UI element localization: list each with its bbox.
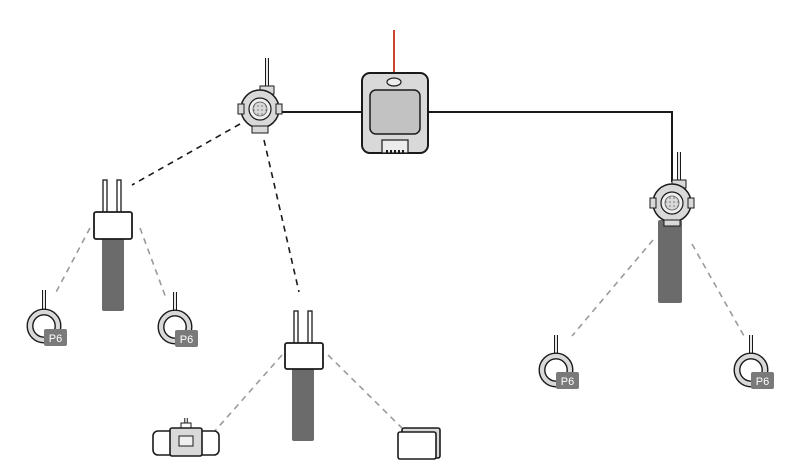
sensor-tag [751, 372, 774, 389]
sensor-tag-label: P6 [756, 376, 769, 388]
node-head [93, 211, 133, 240]
wireless-repeater-left [237, 58, 283, 134]
sensor-link-c-left [571, 239, 654, 337]
sensor-tag-label: P6 [561, 376, 574, 388]
sensor-tag [175, 330, 198, 347]
repeater-probe [658, 220, 682, 303]
wired-link-gateway-to-repeater-right [428, 111, 673, 182]
gateway-display [369, 89, 421, 135]
sensor-tag-label: P6 [180, 334, 193, 346]
node-probe [292, 367, 314, 441]
wireless-repeater-right [649, 152, 695, 303]
sensor-link-b-right [327, 354, 403, 429]
sensor-link-c-right [691, 243, 745, 337]
node-probe [102, 238, 124, 311]
ring-sensor-4: P6 [733, 335, 774, 389]
ring-sensor-3: P6 [538, 335, 579, 389]
sensor-link-a-left [53, 227, 91, 297]
node-head [284, 342, 324, 370]
sensor-tag-label: P6 [49, 333, 62, 345]
gateway-status-led [386, 77, 402, 87]
transmitter-node-b [284, 310, 324, 441]
inline-flow-sensor [152, 418, 220, 457]
box-sensor [397, 427, 441, 460]
sensor-tag [44, 329, 67, 346]
links [53, 111, 745, 433]
sensor-link-a-right [139, 227, 167, 299]
ring-sensor-2: P6 [157, 292, 198, 347]
wireless-link-repeater-to-node-a [131, 123, 241, 186]
gateway-device [361, 30, 429, 154]
transmitter-node-a [93, 179, 133, 311]
sensor-tag [556, 372, 579, 389]
ring-sensor-1: P6 [26, 290, 67, 346]
sensor-link-b-left [213, 354, 283, 433]
wireless-link-repeater-to-node-b [263, 139, 300, 293]
